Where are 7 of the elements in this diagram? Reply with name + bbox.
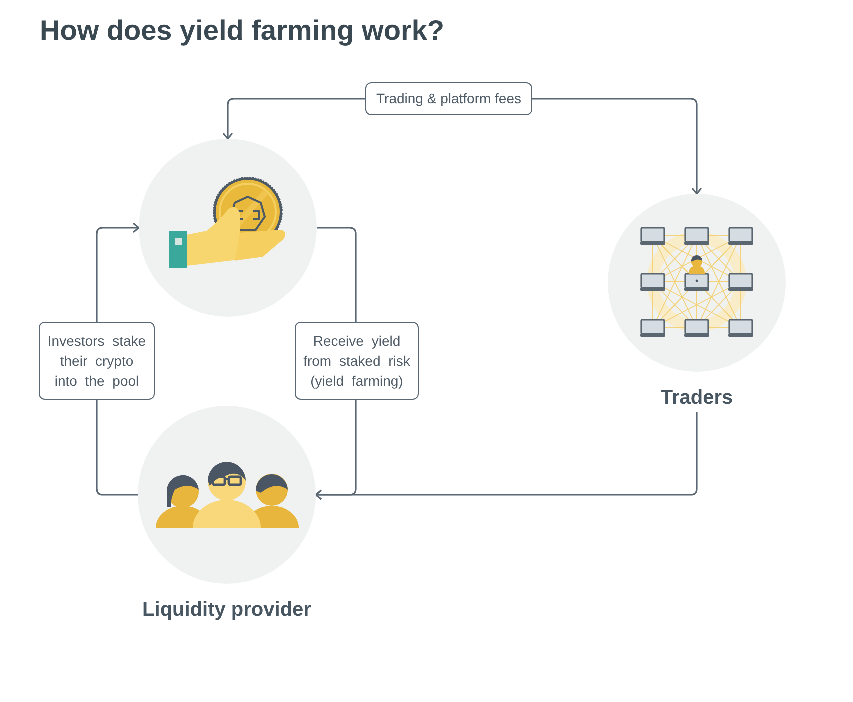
node-title: Liquidity provider <box>142 598 312 623</box>
edge-label: Receive yield from staked risk (yield farming) <box>295 322 419 400</box>
edge-label: Investors stake their crypto into the pool <box>39 322 155 400</box>
connector-arrow <box>315 412 698 500</box>
edge-label: Trading & platform fees <box>366 82 532 116</box>
diagram-title: How does yield farming work? <box>40 14 445 48</box>
node-title: Traders <box>660 386 734 411</box>
